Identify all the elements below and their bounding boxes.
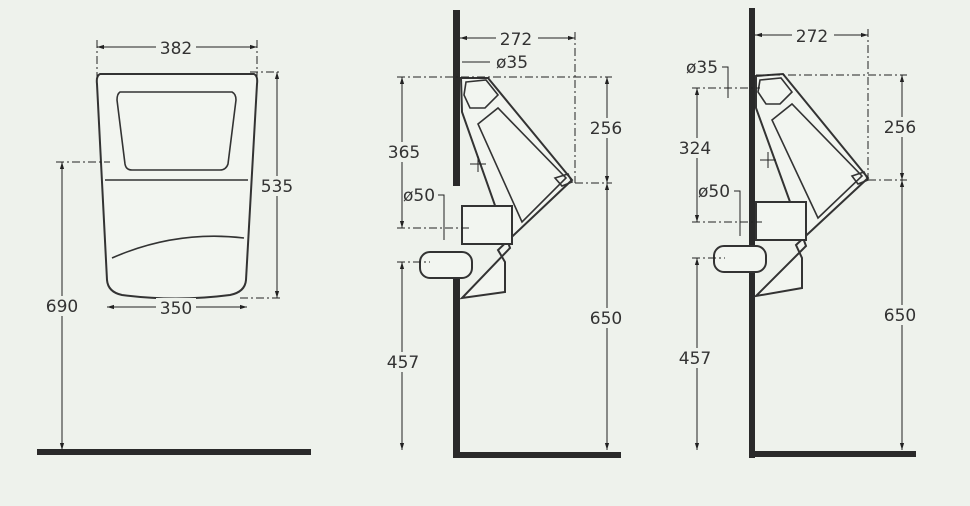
inlet-dia-label: ø35 — [686, 58, 718, 78]
waste-trap — [713, 245, 767, 273]
outlet-dia-label: ø50 — [698, 182, 730, 202]
urinal-side-outline — [753, 72, 870, 298]
urinal-front-window — [116, 91, 237, 171]
fixing-point-icon — [760, 152, 776, 168]
inlet-outlet-label: 324 — [679, 139, 711, 159]
urinal-side-inner — [463, 79, 574, 224]
rim-height-label: 650 — [884, 306, 916, 326]
urinal-side-outline — [459, 77, 574, 300]
body-height-label: 256 — [884, 118, 916, 138]
urinal-front-outline — [95, 73, 259, 300]
inlet-outlet-label: 365 — [388, 143, 420, 163]
depth-label: 272 — [500, 30, 532, 50]
body-height-label: 256 — [590, 119, 622, 139]
side-view-2: 272 ø35 324 256 650 ø50 457 — [676, 8, 922, 458]
inlet-dia-label: ø35 — [496, 53, 528, 73]
urinal-front-contours — [105, 179, 248, 259]
front-width-bottom-label: 350 — [160, 299, 192, 319]
front-view: 382 350 535 690 — [37, 38, 311, 455]
front-height-label: 535 — [261, 177, 293, 197]
wall — [453, 10, 460, 186]
floor-line — [37, 449, 311, 455]
outlet-dia-label: ø50 — [403, 186, 435, 206]
fixing-point-icon — [470, 156, 486, 172]
front-mount-height-label: 690 — [46, 297, 78, 317]
outlet-height-label: 457 — [387, 353, 419, 373]
side-view-1: 272 ø35 365 256 650 ø50 457 — [384, 10, 628, 458]
rim-height-label: 650 — [590, 309, 622, 329]
depth-label: 272 — [796, 27, 828, 47]
outlet-height-label: 457 — [679, 349, 711, 369]
floor-line — [749, 451, 916, 457]
outlet-pipe — [461, 205, 513, 245]
front-width-top-label: 382 — [160, 39, 192, 59]
floor-line — [453, 452, 621, 458]
wall — [453, 278, 460, 458]
waste-trap — [419, 251, 473, 279]
wall — [749, 8, 755, 458]
outlet-pipe — [755, 201, 807, 241]
